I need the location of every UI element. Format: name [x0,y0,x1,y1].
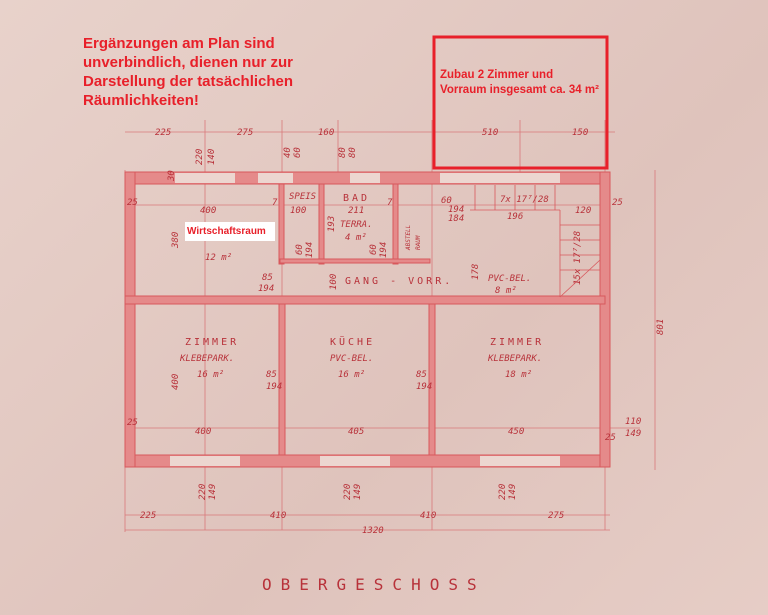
bad-floor: TERRA. [340,220,373,230]
dim-top-1: 225 [155,128,171,138]
dim-inner: 450 [508,427,524,437]
dim-inner: 25 [127,418,138,428]
dim-inner: 60 [295,244,305,255]
kueche-floor: PVC-BEL. [330,354,373,364]
speis-label: SPEIS [289,192,317,202]
stairs-top-label: 7x 17⁷/28 [500,195,549,205]
dim-inner: 7 [387,198,393,208]
dim-inner: 25 [127,198,138,208]
gang-area: 8 m² [495,286,517,296]
dim-top-4: 510 [482,128,498,138]
zimmer2-label: ZIMMER [490,337,544,348]
dim-right: 801 [656,319,666,335]
zimmer1-label: ZIMMER [185,337,239,348]
abstell-label: ABSTELL [405,224,412,251]
dim-bw-2: 149 [208,484,218,500]
dim-bw-1: 220 [198,484,208,500]
dim-inner: 194 [379,242,389,258]
dim-inner: 120 [575,206,591,216]
walls [124,171,611,468]
dim-inner: 194 [266,382,282,392]
dim-inner: 193 [327,216,337,232]
dim-bottom-3: 410 [420,511,436,521]
dim-inner: 100 [290,206,306,216]
dim-inner: 85 [262,273,273,283]
bad-label: BAD [343,193,370,204]
dim-total: 1320 [362,526,384,536]
dim-bottom-2: 410 [270,511,286,521]
dim-inner: 178 [471,264,481,280]
dim-bw-3: 220 [343,484,353,500]
dim-inner: 25 [605,433,616,443]
dim-inner: 380 [171,232,181,249]
disclaimer-note: Ergänzungen am Plan sind unverbindlich, … [83,35,294,109]
dim-bw-5: 220 [498,484,508,500]
dim-inner: 25 [612,198,623,208]
dim-inner: 194 [416,382,432,392]
dim-inner: 60 [369,244,379,255]
kueche-area: 16 m² [338,370,365,380]
dim-bw-6: 149 [508,484,518,500]
wirtschaftsraum-label: Wirtschaftsraum [185,222,275,241]
dim-bw-4: 149 [353,484,363,500]
dim-tw-3: 40 [283,147,293,158]
zimmer1-floor: KLEBEPARK. [179,354,234,364]
gang-floor: PVC-BEL. [488,274,531,284]
dim-inner: 196 [507,212,523,222]
dim-tw-5: 80 [338,147,348,158]
dim-inner: 100 [329,274,339,290]
dim-inner: 184 [448,214,464,224]
stairs [470,185,601,298]
dim-tw-2: 140 [207,149,217,165]
dim-inner: 194 [258,284,274,294]
plan-title: OBERGESCHOSS [262,575,486,594]
dim-rw-1: 110 [625,417,641,427]
kueche-label: KÜCHE [330,335,375,348]
dim-inner: 194 [448,205,464,215]
zimmer2-area: 18 m² [505,370,532,380]
dim-bottom-1: 225 [140,511,156,521]
dim-inner: 85 [416,370,427,380]
dim-tw-4: 60 [293,147,303,158]
dim-tw-1: 220 [195,149,205,165]
dim-inner: 400 [200,206,216,216]
zimmer2-floor: KLEBEPARK. [487,354,542,364]
bad-area: 4 m² [345,233,367,243]
dim-top-3: 160 [318,128,334,138]
dim-top-5: 150 [572,128,588,138]
dim-inner: 30 [167,170,177,182]
gang-label: GANG - VORR. [345,276,453,287]
abstell-label-2: RAUM [415,235,422,250]
dim-inner: 194 [305,242,315,258]
stairs-side-label: 15x 17⁷/28 [573,231,583,285]
dim-rw-2: 149 [625,429,641,439]
dim-inner: 400 [171,374,181,390]
wirtschaftsraum-area: 12 m² [205,253,232,263]
dim-inner: 85 [266,370,277,380]
dim-inner: 60 [441,196,452,206]
zimmer1-area: 16 m² [197,370,224,380]
dim-bottom-4: 275 [548,511,564,521]
extension-note: Zubau 2 Zimmer und Vorraum insgesamt ca.… [440,69,599,96]
bad-dim: 211 [348,206,364,216]
extension-outline [432,35,609,170]
dim-top-2: 275 [237,128,253,138]
inner-dimensions: 400 100 7 7 25 25 25 25 60 194 184 196 1… [127,170,623,443]
openings [170,173,560,466]
dim-inner: 400 [195,427,211,437]
dim-tw-6: 80 [348,147,358,158]
dim-inner: 7 [272,198,278,208]
dim-inner: 405 [348,427,364,437]
